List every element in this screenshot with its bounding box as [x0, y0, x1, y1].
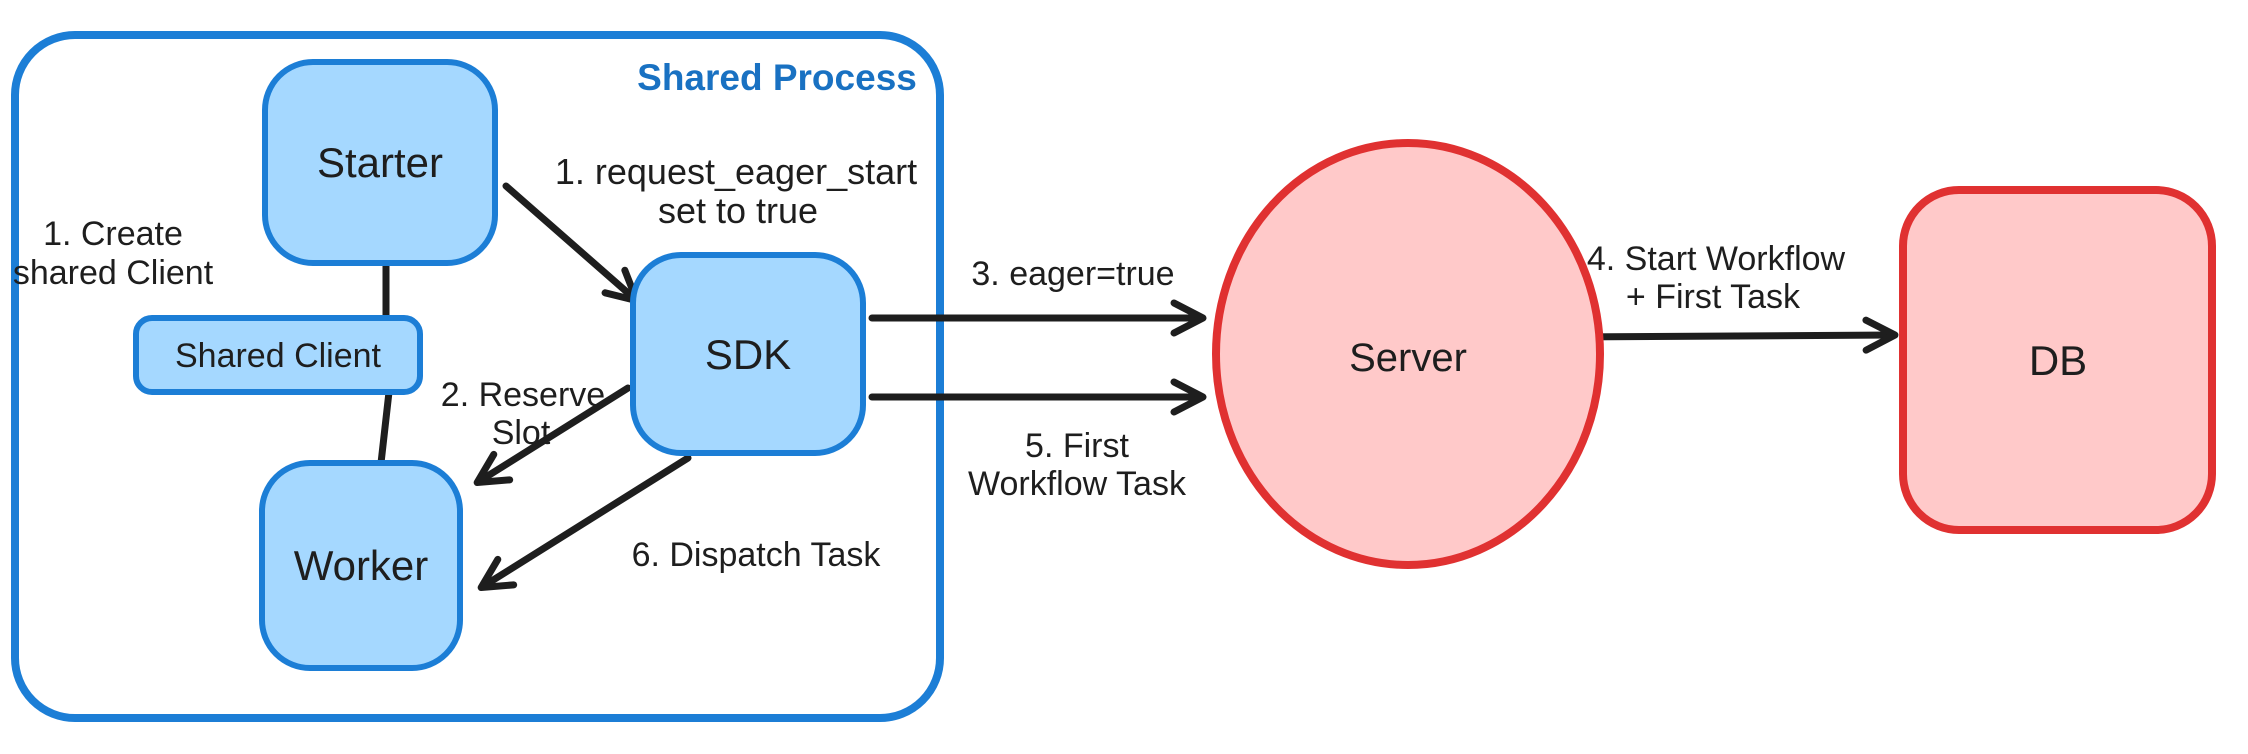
worker-box: [259, 460, 463, 671]
shared-client-box: [133, 315, 423, 395]
annotation-line: 1. Create: [43, 215, 183, 253]
annotation-request-eager-start: 1. request_eager_start set to true: [555, 151, 917, 231]
node-starter: Starter: [262, 59, 498, 266]
starter-label: Starter: [317, 139, 443, 186]
annotation-line: 6. Dispatch Task: [632, 536, 882, 574]
shared-process-box: [11, 31, 944, 722]
annotation-create-shared-client: 1. Create shared Client: [13, 215, 214, 292]
arrow-starter-to-sdk: [502, 182, 641, 305]
sdk-label: SDK: [705, 331, 791, 378]
annotation-line: 1. request_eager_start: [555, 151, 917, 192]
node-server: Server: [1212, 139, 1604, 569]
worker-label: Worker: [294, 542, 429, 589]
shared-process-label: Shared Process: [637, 57, 917, 98]
annotation-line: Workflow Task: [968, 465, 1187, 503]
sdk-box: [630, 252, 866, 456]
annotation-start-workflow-first-task: 4. Start Workflow + First Task: [1587, 240, 1846, 316]
annotation-eager-true: 3. eager=true: [971, 255, 1174, 293]
annotation-dispatch-task: 6. Dispatch Task: [632, 536, 882, 574]
server-label: Server: [1349, 336, 1467, 380]
db-label: DB: [2029, 337, 2087, 384]
server-circle: [1212, 139, 1604, 569]
annotation-reserve-slot: 2. Reserve Slot: [441, 376, 605, 452]
arrow-server-to-db: [1561, 316, 1899, 354]
db-box: [1899, 186, 2216, 534]
node-shared-client: Shared Client: [133, 315, 423, 395]
arrow-sdk-to-worker-reserve-slot: [473, 384, 632, 487]
annotation-line: + First Task: [1626, 278, 1801, 316]
starter-box: [262, 59, 498, 266]
node-sdk: SDK: [630, 252, 866, 456]
node-worker: Worker: [259, 460, 463, 671]
shared-client-label: Shared Client: [175, 337, 382, 375]
shared-process-container: Shared Process: [11, 31, 944, 722]
arrow-sdk-to-worker-dispatch-task: [477, 454, 692, 592]
node-db: DB: [1899, 186, 2216, 534]
annotation-line: 2. Reserve: [441, 376, 605, 414]
annotation-line: shared Client: [13, 254, 214, 292]
annotation-line: Slot: [492, 414, 551, 452]
annotation-line: 4. Start Workflow: [1587, 240, 1846, 278]
edge-shared-client-worker: [377, 388, 393, 467]
annotation-line: 3. eager=true: [971, 255, 1174, 293]
annotation-line: set to true: [658, 190, 818, 231]
annotation-first-workflow-task: 5. First Workflow Task: [968, 427, 1187, 503]
annotation-line: 5. First: [1025, 427, 1129, 465]
